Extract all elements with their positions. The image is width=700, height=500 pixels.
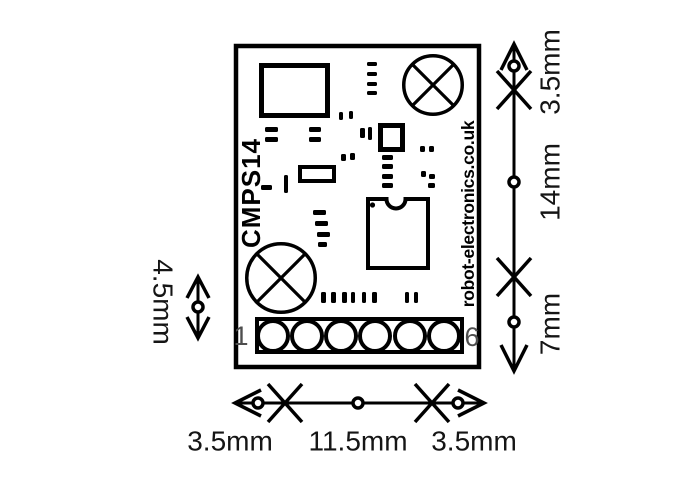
hole-cross-line	[254, 251, 308, 305]
connector-pin-hole	[290, 319, 324, 353]
dimension-point	[507, 59, 521, 73]
solder-pad	[372, 292, 377, 303]
solder-pad	[382, 183, 393, 188]
pin-6-label: 6	[464, 322, 479, 352]
dimension-point	[191, 300, 205, 314]
connector-pin-hole	[427, 319, 461, 353]
solder-pads	[261, 62, 435, 303]
dimension-arrowhead	[185, 316, 211, 342]
solder-pad	[382, 164, 393, 169]
solder-pad	[351, 292, 355, 303]
connector-pin-hole	[256, 319, 290, 353]
ic-chip	[366, 197, 430, 270]
hole-cross-line	[410, 62, 456, 108]
solder-pad	[429, 174, 435, 179]
dimension-point	[507, 315, 521, 329]
solder-pad	[414, 292, 418, 303]
dimension-point	[451, 396, 465, 410]
solder-pad	[309, 127, 321, 132]
solder-pad	[360, 128, 365, 138]
solder-pad	[315, 221, 328, 226]
solder-pad	[265, 137, 278, 142]
dimension-label: 3.5mm	[535, 29, 566, 115]
pin-1-label: 1	[233, 321, 248, 351]
solder-pad	[317, 232, 330, 237]
solder-pad	[367, 62, 377, 66]
dimension-arrowhead	[185, 273, 211, 299]
solder-pad	[382, 155, 393, 160]
dimension-x-mark	[495, 69, 533, 111]
pcb-components	[245, 54, 464, 354]
connector-pin-hole	[324, 319, 358, 353]
solder-pad	[339, 112, 343, 120]
dimension-label: 4.5mm	[148, 259, 179, 345]
connector-pin-hole	[393, 319, 427, 353]
solder-pad	[421, 171, 426, 177]
dimension-point	[251, 396, 265, 410]
dimension-arrowhead	[457, 388, 488, 418]
solder-pad	[350, 153, 355, 160]
solder-pad	[367, 72, 377, 76]
solder-pad	[341, 154, 346, 161]
dimension-label: 3.5mm	[431, 426, 517, 457]
dimension-x-mark	[413, 382, 451, 424]
silkscreen-label: CMPS14	[236, 138, 266, 248]
solder-pad	[318, 242, 327, 247]
solder-pad	[342, 292, 347, 303]
solder-pad	[367, 91, 377, 95]
dimension-arrowhead	[499, 344, 529, 375]
solder-pad	[309, 137, 321, 142]
dimension-arrowhead	[231, 388, 262, 418]
solder-pad	[405, 292, 409, 303]
solder-pad	[321, 292, 326, 303]
dimension-label: 11.5mm	[308, 426, 407, 457]
dimension-label: 3.5mm	[187, 426, 273, 457]
solder-pad	[428, 183, 435, 188]
component-rect-large	[259, 63, 330, 118]
solder-pad	[368, 127, 372, 140]
dimension-x-mark	[495, 256, 533, 298]
solder-pad	[284, 175, 288, 193]
solder-pad	[349, 111, 353, 119]
solder-pad	[420, 146, 425, 152]
dimension-point	[351, 396, 365, 410]
dimension-annotations: 3.5mm 14mm 7mm 3.5mm 11.5mm 3.5mm 4.5mm	[148, 29, 566, 456]
dimension-label: 14mm	[535, 143, 566, 221]
dimension-label: 7mm	[535, 293, 566, 355]
solder-pad	[429, 146, 434, 152]
website-label: robot-electronics.co.uk	[458, 120, 478, 307]
solder-pad	[382, 174, 393, 179]
solder-pad	[261, 185, 272, 190]
solder-pad	[313, 210, 326, 215]
solder-pad	[367, 82, 377, 86]
solder-pad	[362, 292, 366, 303]
solder-pad	[265, 127, 278, 132]
solder-pad	[331, 292, 336, 303]
dimension-arrowhead	[499, 40, 529, 71]
chip-pin1-dot	[369, 202, 376, 208]
connector-pin-hole	[358, 319, 392, 353]
component-rect-small	[298, 165, 336, 183]
dimension-point	[507, 175, 521, 189]
component-square	[378, 123, 405, 152]
dimension-x-mark	[266, 382, 304, 424]
